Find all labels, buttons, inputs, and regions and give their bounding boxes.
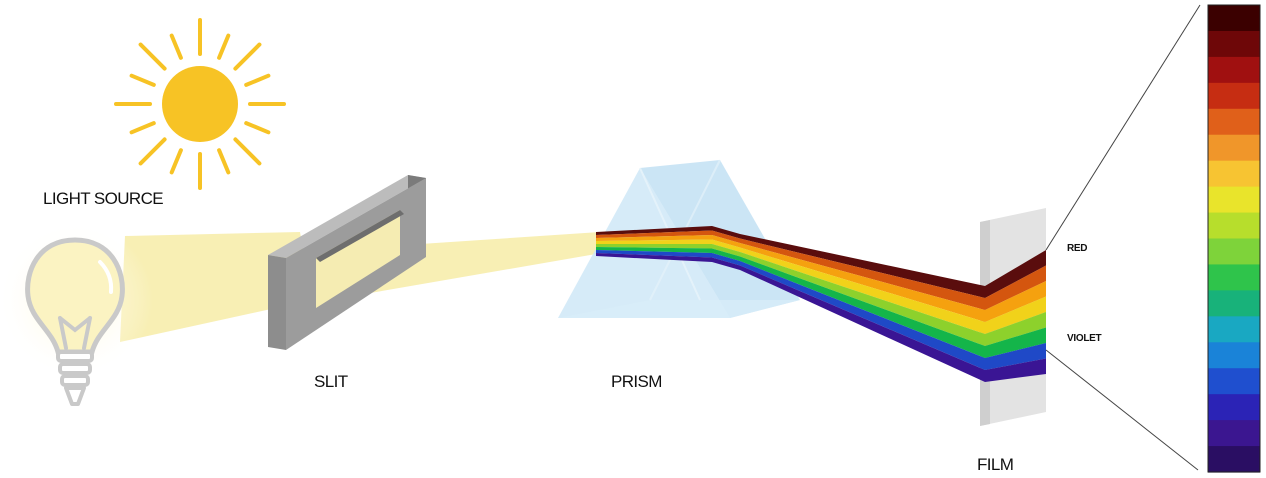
- spectrum-scale-band: [1208, 135, 1260, 162]
- sun-ray: [132, 76, 154, 85]
- sun-ray: [235, 45, 259, 69]
- slit-label: SLIT: [314, 372, 348, 392]
- sun-ray: [219, 150, 228, 172]
- zoom-line-bottom: [1046, 350, 1198, 470]
- spectrum-scale-band: [1208, 264, 1260, 291]
- spectrum-scale-band: [1208, 213, 1260, 240]
- spectrum-scale-band: [1208, 31, 1260, 58]
- film-label: FILM: [977, 455, 1013, 475]
- zoom-line-top: [1046, 5, 1200, 250]
- spectrum-scale-band: [1208, 57, 1260, 84]
- light-bulb-icon: [0, 222, 153, 404]
- sun-ray: [172, 36, 181, 58]
- spectrum-scale-band: [1208, 161, 1260, 188]
- spectrum-scale-band: [1208, 342, 1260, 369]
- spectrum-scale-band: [1208, 394, 1260, 421]
- sun-ray: [219, 36, 228, 58]
- spectrum-scale-band: [1208, 5, 1260, 32]
- spectrum-scale-band: [1208, 239, 1260, 266]
- sun-ray: [246, 123, 268, 132]
- violet-label: VIOLET: [1067, 333, 1101, 344]
- sun-ray: [141, 45, 165, 69]
- spectrum-scale-band: [1208, 446, 1260, 473]
- spectrum-scale: [1208, 5, 1260, 473]
- spectrum-scale-band: [1208, 290, 1260, 317]
- sun-ray: [172, 150, 181, 172]
- red-label: RED: [1067, 243, 1087, 254]
- light-source-label: LIGHT SOURCE: [43, 189, 163, 209]
- sun-ray: [246, 76, 268, 85]
- spectrum-scale-band: [1208, 316, 1260, 343]
- spectrum-scale-band: [1208, 368, 1260, 395]
- sun-ray: [141, 139, 165, 163]
- spectrum-scale-band: [1208, 420, 1260, 447]
- spectrum-scale-band: [1208, 187, 1260, 214]
- spectrum-scale-band: [1208, 83, 1260, 110]
- sun-ray: [132, 123, 154, 132]
- sun-ray: [235, 139, 259, 163]
- spectrum-scale-band: [1208, 109, 1260, 136]
- prism-label: PRISM: [611, 372, 662, 392]
- slit-frame: [268, 175, 426, 350]
- sun-icon: [116, 20, 284, 188]
